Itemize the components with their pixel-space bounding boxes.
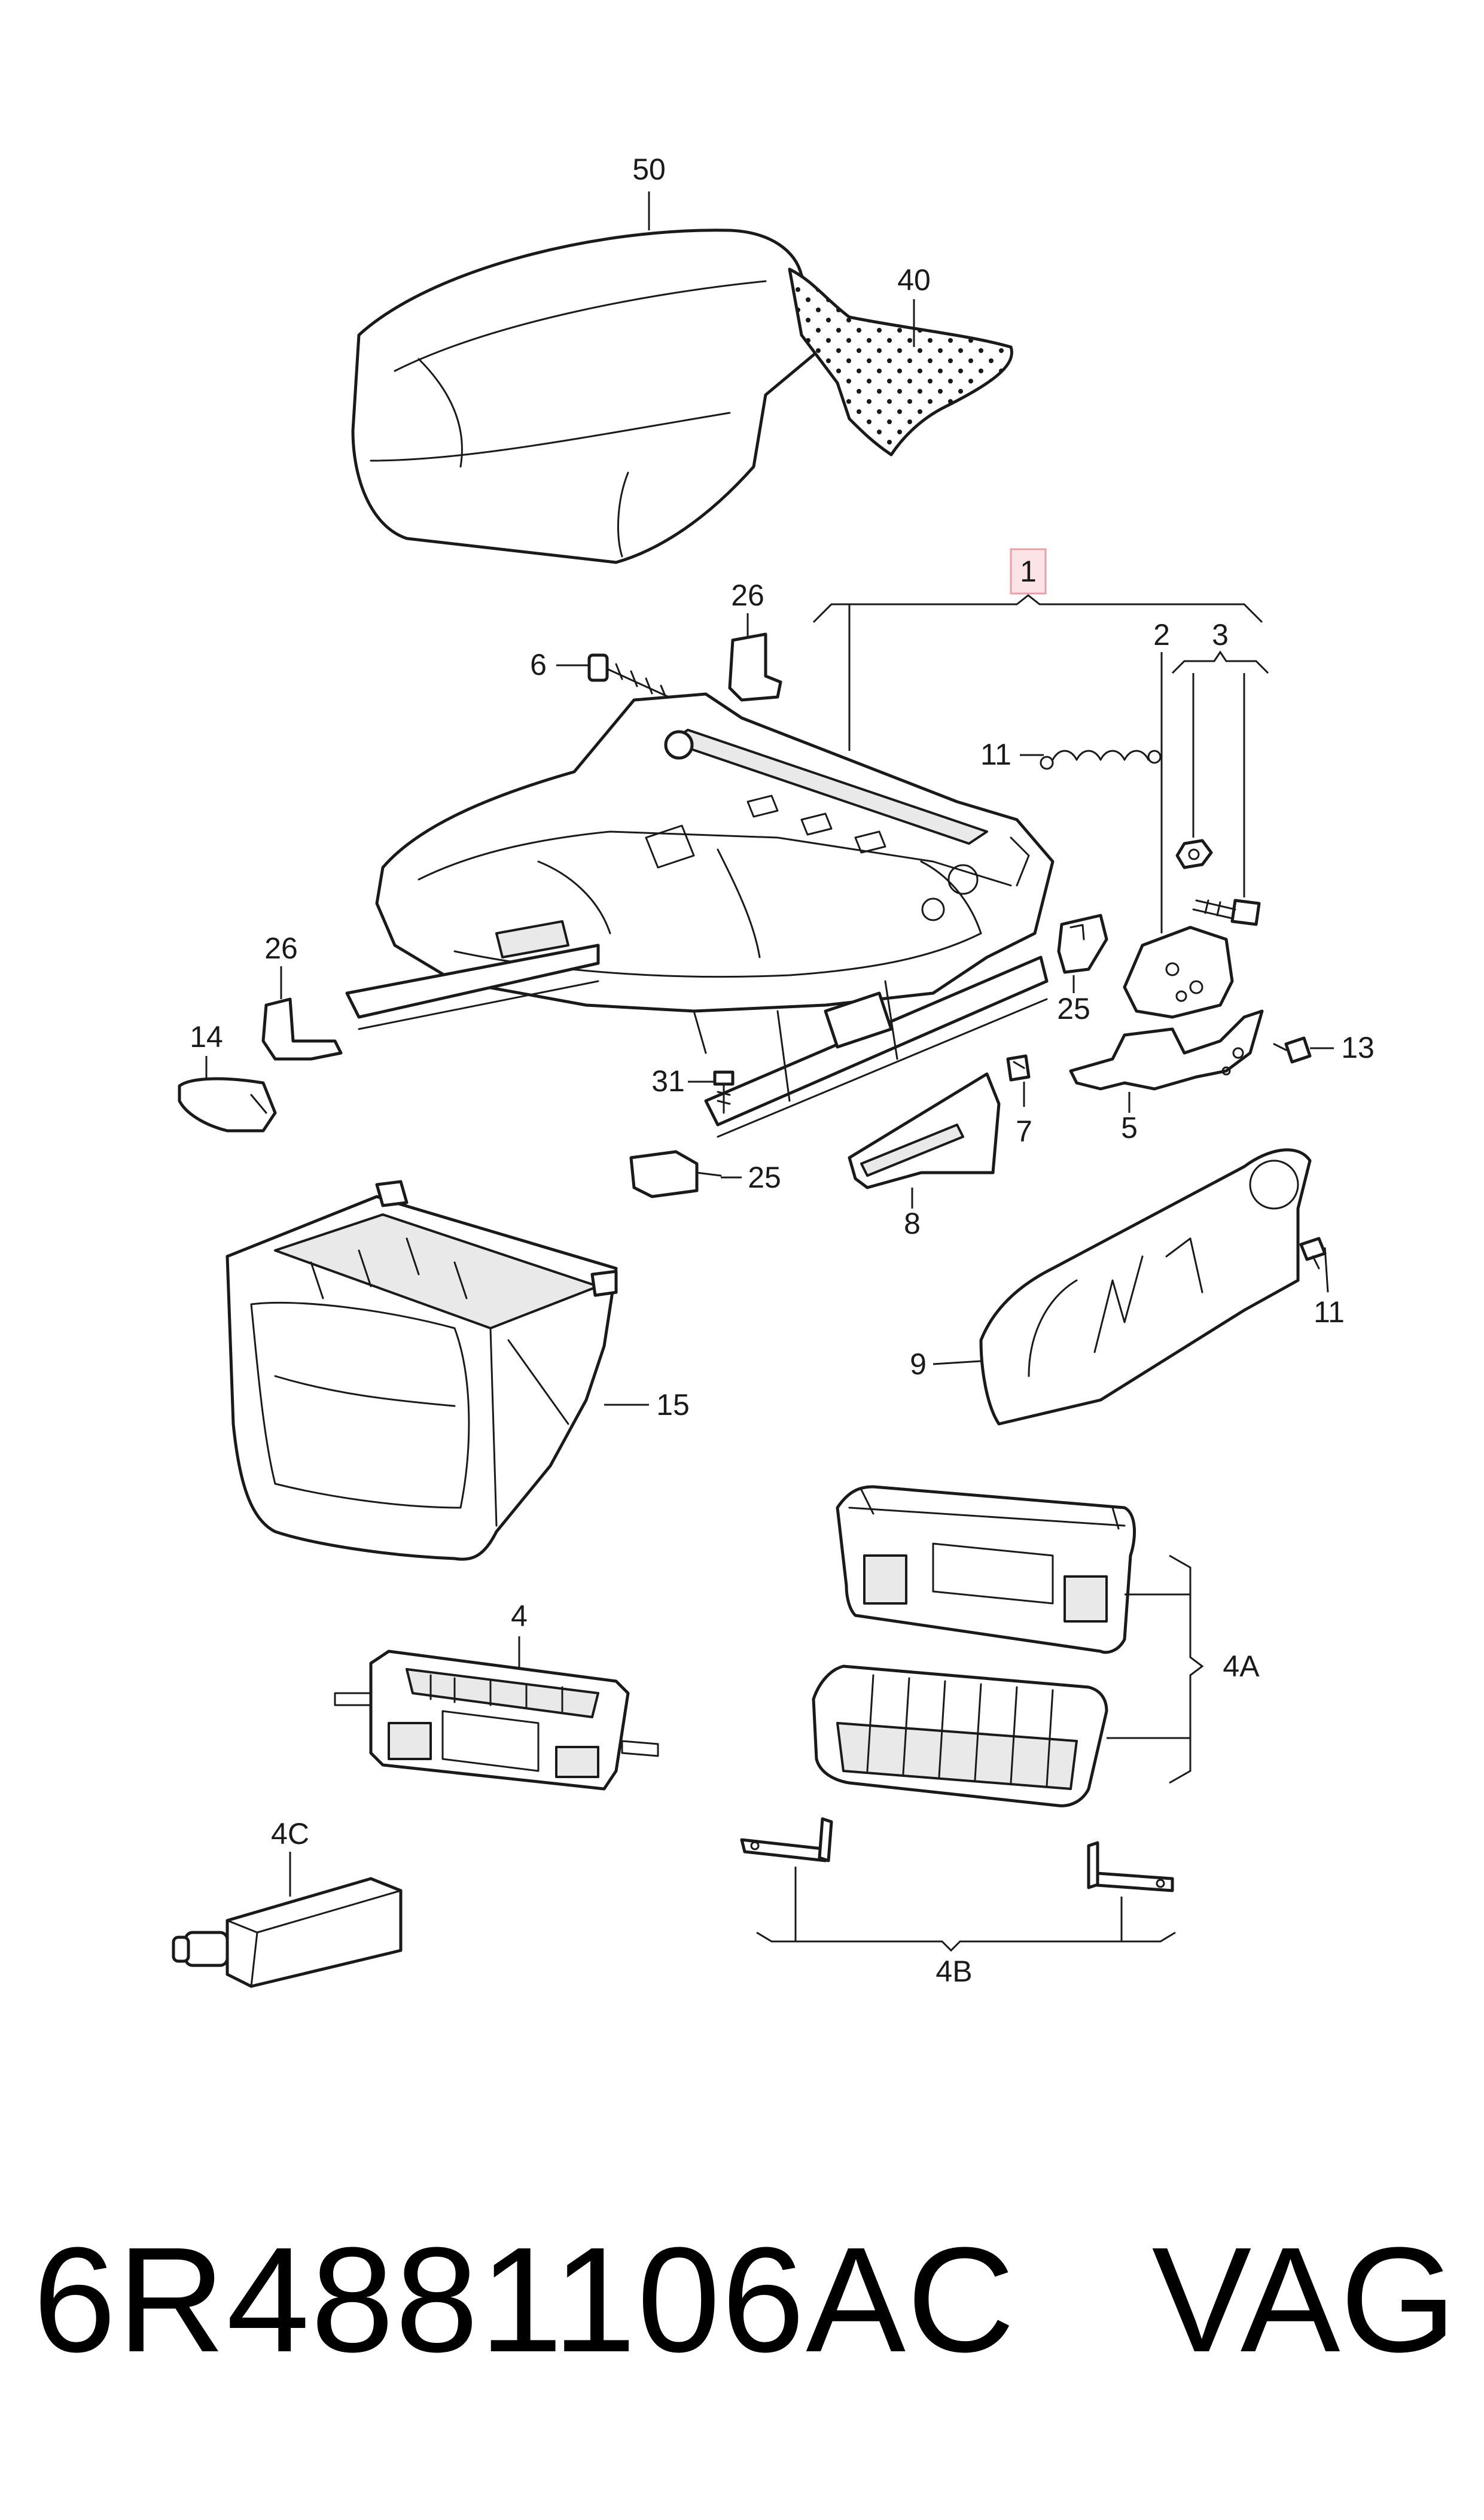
callout-15: 15 — [656, 1388, 690, 1422]
switch-part-4C — [172, 1877, 403, 1988]
spring-part-11-top — [1040, 750, 1162, 770]
clip-part-25-right — [1057, 914, 1108, 974]
callout-31: 31 — [651, 1064, 685, 1098]
leader-9 — [933, 1360, 982, 1365]
bracket-1 — [812, 594, 1263, 623]
tray-part-4A-lower — [812, 1664, 1108, 1807]
side-trim-part-9 — [979, 1148, 1312, 1426]
part-number-label: 6R4881106AC — [33, 2216, 1016, 2383]
callout-50: 50 — [632, 153, 666, 186]
clip-part-26-top — [728, 632, 782, 702]
callout-6: 6 — [530, 648, 547, 681]
clip-part-26-left — [261, 997, 343, 1061]
screw-part-31 — [713, 1070, 735, 1114]
cover-part-14 — [178, 1077, 277, 1133]
bracket-part-4B-right — [1087, 1841, 1174, 1892]
bracket-part-2 — [1123, 926, 1234, 1019]
callout-4: 4 — [511, 1599, 528, 1633]
screw-part-3 — [1192, 899, 1261, 926]
bracket-part-5 — [1069, 1009, 1264, 1091]
callout-4B: 4B — [936, 1955, 972, 1988]
callout-2: 2 — [1153, 618, 1170, 652]
callout-40: 40 — [897, 263, 931, 297]
drawer-part-15 — [226, 1180, 618, 1561]
seat-cover-part-50 — [351, 229, 839, 564]
foam-pad-part-40 — [788, 267, 1013, 456]
tray-part-4A-upper — [836, 1485, 1136, 1654]
bracket-part-4B-left — [740, 1817, 833, 1862]
bracket-4A — [1107, 1554, 1204, 1784]
highlight-box-1 — [1010, 548, 1047, 595]
callout-4C: 4C — [271, 1817, 309, 1851]
callout-14: 14 — [190, 1020, 223, 1054]
callout-11-bottom: 11 — [1314, 1295, 1345, 1329]
screw-part-13 — [1273, 1036, 1312, 1064]
callout-4A: 4A — [1223, 1649, 1260, 1683]
callout-8: 8 — [904, 1207, 921, 1240]
tray-part-4 — [334, 1649, 659, 1791]
trim-part-8 — [848, 1072, 1001, 1189]
callout-7: 7 — [1016, 1115, 1032, 1148]
callout-11-top: 11 — [980, 738, 1011, 771]
leader-11-bottom — [1324, 1247, 1329, 1293]
callout-5: 5 — [1121, 1111, 1138, 1145]
callout-9: 9 — [910, 1347, 927, 1381]
nut-part-3 — [1175, 839, 1213, 869]
callout-3: 3 — [1212, 618, 1229, 652]
callout-1: 1 — [1020, 555, 1037, 588]
clip-part-7 — [1006, 1054, 1031, 1082]
footer: 6R4881106AC VAG — [33, 2214, 1456, 2393]
bolt-part-6 — [587, 653, 683, 704]
callout-25-right: 25 — [1057, 992, 1090, 1025]
clip-part-25-bottom — [629, 1150, 722, 1198]
callout-26-left: 26 — [264, 932, 298, 965]
bracket-3 — [1171, 650, 1269, 674]
seat-frame-part-1 — [345, 692, 1055, 1138]
bracket-4B — [756, 1867, 1176, 1952]
callout-26-top: 26 — [731, 579, 764, 612]
brand-label: VAG — [1151, 2216, 1456, 2383]
callout-13: 13 — [1341, 1031, 1375, 1064]
callout-25-bottom: 25 — [748, 1161, 781, 1194]
